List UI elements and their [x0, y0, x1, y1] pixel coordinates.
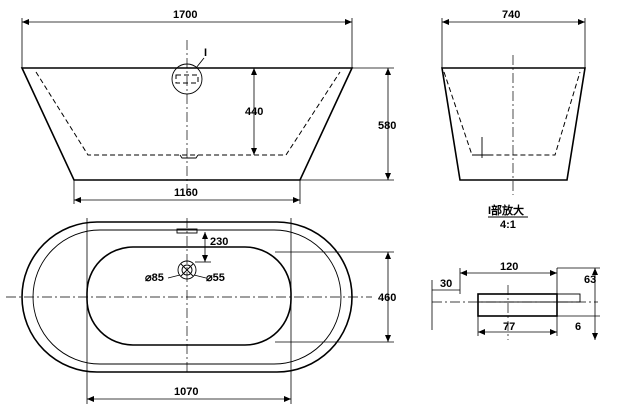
drain-leader-left: [167, 274, 181, 279]
dim-440-label: 440: [245, 106, 263, 118]
drain-cross-b: [180, 263, 194, 277]
detail-title: I部放大: [488, 203, 524, 217]
side-inner-profile: [443, 71, 581, 156]
detail-leader: [195, 57, 205, 69]
side-view: 740: [441, 9, 586, 195]
side-outer-profile: [441, 67, 586, 181]
drain-outer: [177, 260, 197, 280]
drain-leader-right: [193, 274, 207, 279]
overflow-diameter-label: ⌀55: [206, 272, 225, 284]
dim-6-label: 6: [575, 321, 581, 333]
detail-flange: [477, 293, 581, 303]
dim-230-label: 230: [210, 236, 228, 248]
detail-view: I部放大 4:1 120 30 63 77 6: [431, 203, 600, 340]
dim-580-label: 580: [378, 120, 396, 132]
top-basin: [86, 246, 292, 346]
side-drain-stub: [472, 137, 492, 158]
dim-120-label: 120: [500, 261, 518, 273]
dim-460-label: 460: [378, 292, 396, 304]
top-view: ⌀85 ⌀55 230 460 1070: [6, 218, 396, 404]
overflow-circle: [171, 63, 203, 95]
top-overflow-slot: [176, 228, 198, 234]
dim-1070-label: 1070: [174, 386, 198, 398]
dim-63-label: 63: [584, 274, 596, 286]
overflow-slot: [175, 74, 199, 84]
dim-1160-label: 1160: [174, 187, 198, 199]
detail-scale: 4:1: [500, 219, 516, 231]
front-inner-profile: [35, 71, 341, 156]
front-drain-bump: [179, 154, 199, 159]
drain-inner: [181, 264, 193, 276]
dim-1700-label: 1700: [173, 9, 197, 21]
drain-diameter-label: ⌀85: [145, 272, 164, 284]
detail-plate: [477, 293, 558, 317]
detail-marker-label: I: [204, 47, 207, 59]
dim-30-label: 30: [440, 278, 452, 290]
front-view: I 1700 580 440 1160: [20, 9, 396, 204]
dim-77-label: 77: [503, 321, 515, 333]
dim-740-label: 740: [502, 9, 520, 21]
